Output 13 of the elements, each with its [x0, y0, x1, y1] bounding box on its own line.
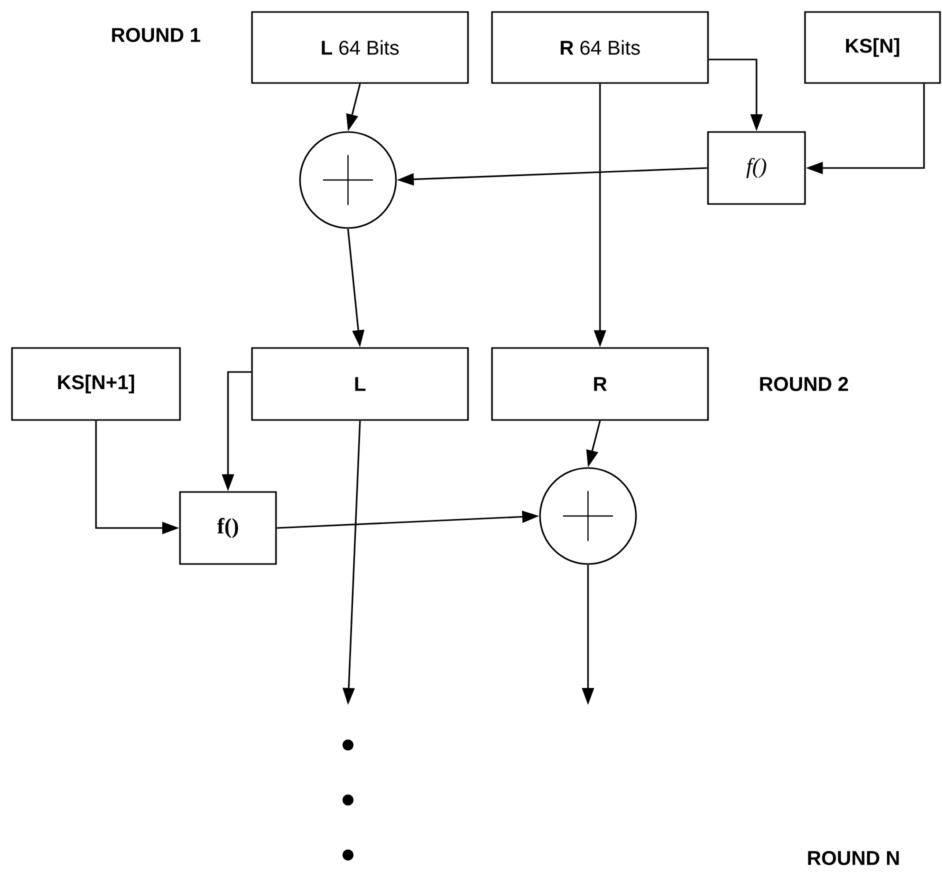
xor-circle [299, 131, 397, 229]
function-box: f() [707, 131, 806, 205]
round-label: ROUND 2 [760, 376, 848, 392]
register-box: L [251, 347, 469, 421]
round-label: ROUND 1 [112, 28, 200, 42]
round-label: ROUND N [808, 850, 899, 866]
register-box: R 64 Bits [491, 11, 709, 84]
register-box: L 64 Bits [251, 11, 469, 84]
xor-circle [539, 467, 637, 565]
register-box: R [491, 347, 709, 421]
function-box: f() [179, 491, 277, 565]
key-box: KS[N+1] [11, 347, 181, 421]
key-box: KS[N] [804, 11, 941, 84]
